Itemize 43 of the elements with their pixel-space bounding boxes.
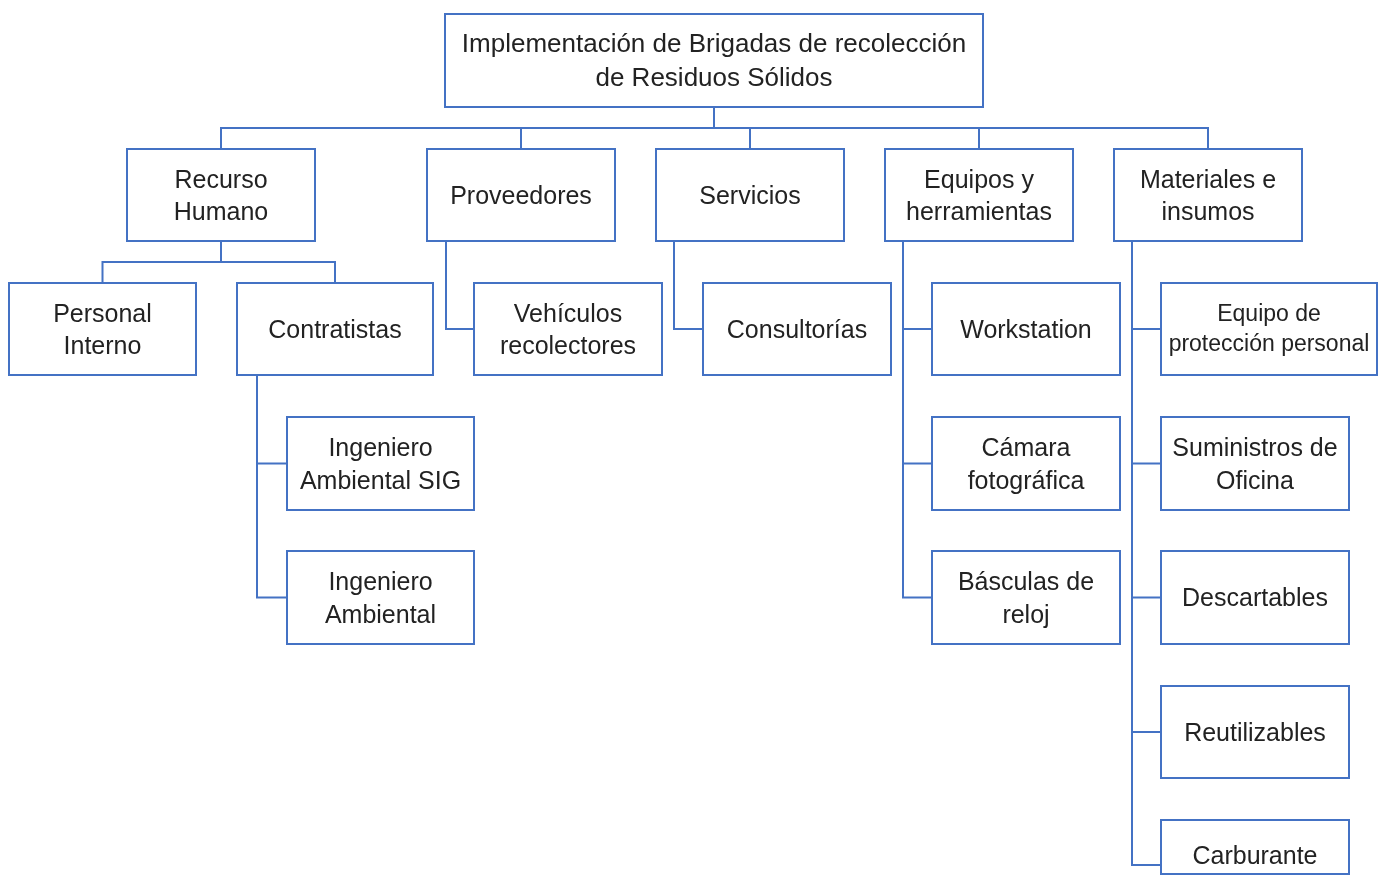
box-label: Workstation (960, 313, 1092, 345)
box-label: Vehículos recolectores (498, 297, 638, 361)
box-label: Implementación de Brigadas de recolección de Residuos Sólidos (460, 26, 968, 94)
org-box (1160, 416, 1350, 511)
box-label: Ingeniero Ambiental SIG (298, 432, 463, 496)
connector-line (256, 375, 287, 599)
box-label: Básculas de reloj (956, 566, 1096, 630)
box-label: Carburante (1192, 839, 1318, 871)
org-box (702, 282, 892, 376)
org-box (931, 282, 1121, 376)
box-label: Equipo de protección personal (1167, 299, 1371, 358)
box-label: Servicios (699, 179, 801, 211)
box-label: Cámara fotográfica (966, 432, 1086, 496)
box-label: Proveedores (450, 179, 592, 211)
org-box (931, 416, 1121, 511)
org-box (8, 282, 197, 376)
org-box (655, 148, 845, 242)
box-label: Recurso Humano (172, 163, 270, 227)
connector-line (673, 241, 703, 330)
box-label: Materiales e insumos (1138, 163, 1278, 227)
org-box (444, 13, 984, 108)
org-box (286, 416, 475, 511)
box-label: Personal Interno (52, 297, 153, 361)
connector-line (445, 241, 474, 330)
org-box (426, 148, 616, 242)
org-box (1160, 550, 1350, 645)
org-box (286, 550, 475, 645)
org-box (1160, 282, 1378, 376)
org-box (884, 148, 1074, 242)
box-label: Ingeniero Ambiental (323, 566, 438, 630)
org-box (931, 550, 1121, 645)
box-label: Descartables (1182, 582, 1328, 614)
org-box (1113, 148, 1303, 242)
box-label: Reutilizables (1184, 716, 1326, 748)
box-label: Consultorías (726, 313, 868, 345)
org-box (473, 282, 663, 376)
box-label: Equipos y herramientas (905, 163, 1053, 227)
org-box (126, 148, 316, 242)
box-label: Suministros de Oficina (1171, 432, 1339, 496)
org-box (1160, 819, 1350, 875)
box-label: Contratistas (268, 313, 402, 345)
org-box (1160, 685, 1350, 779)
org-box (236, 282, 434, 376)
